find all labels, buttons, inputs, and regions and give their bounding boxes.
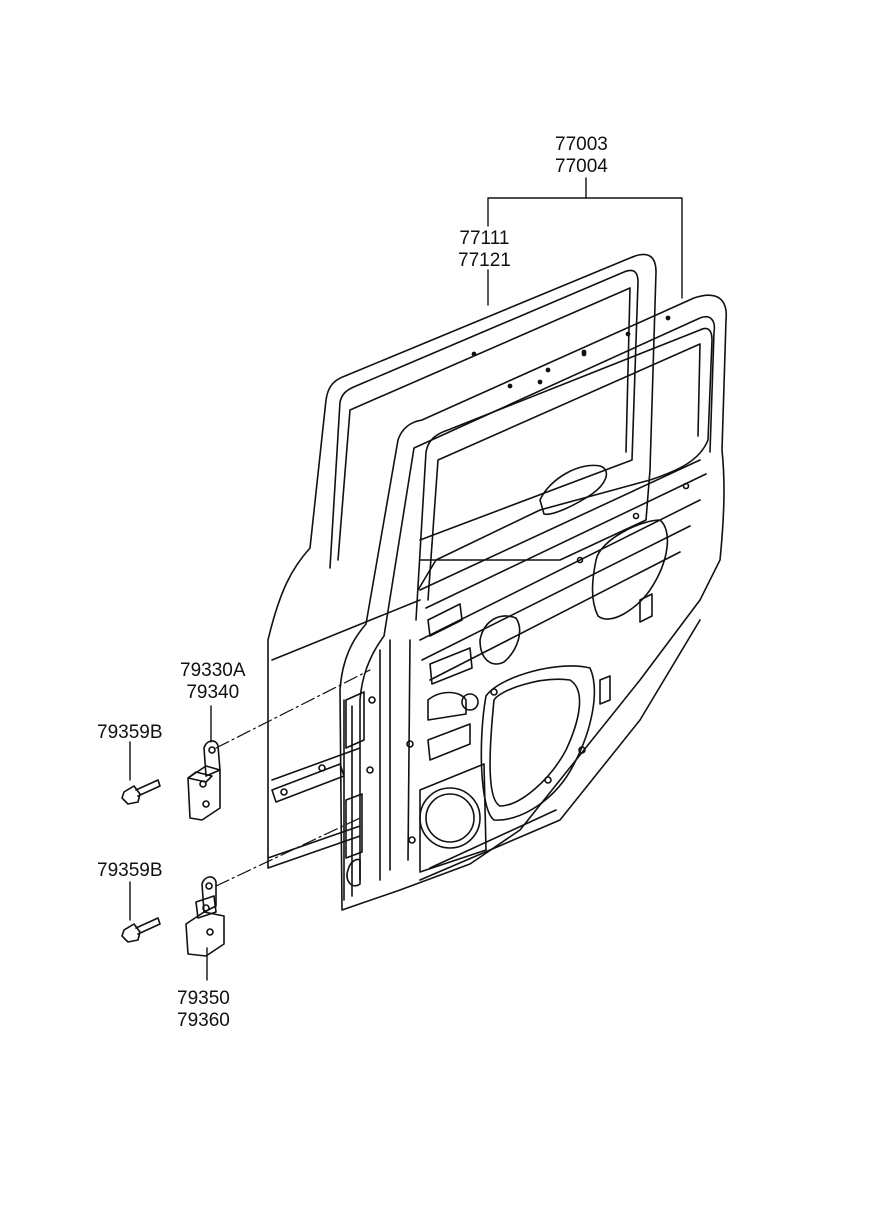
inner-panel-bracket-a — [427, 603, 473, 685]
upper-hinge — [187, 740, 221, 821]
inner-panel-bracket-c — [427, 723, 471, 761]
inner-door-slot — [346, 858, 361, 887]
inner-panel-hole — [544, 776, 552, 784]
callout-upper-hinge-line2: 79340 — [186, 682, 240, 703]
outer-skin-window-frame — [329, 269, 639, 569]
inner-panel-speaker-opening-frame — [480, 665, 596, 821]
callout-lower-hinge-line1: 79350 — [177, 988, 230, 1009]
upper-hinge-hole — [208, 746, 216, 754]
lower-hinge-hole — [206, 928, 214, 936]
outer-skin-dot — [507, 383, 513, 389]
upper-bolt-shank — [135, 779, 161, 797]
callout-upper-hinge: 79330A 79340 — [180, 660, 246, 704]
outer-skin-window-inner — [337, 287, 631, 561]
callout-lower-hinge-line2: 79360 — [177, 1010, 230, 1031]
inner-door-dot — [665, 315, 671, 321]
inner-door-handle-cup — [539, 464, 608, 516]
inner-door-dot — [625, 331, 631, 337]
inner-panel-speaker-mount — [419, 763, 487, 873]
outer-skin-reinforcement — [271, 763, 345, 803]
outer-skin-hole — [318, 764, 326, 772]
callout-upper-bolt-line1: 79359B — [97, 722, 163, 743]
callout-door-panel-line1: 77111 — [459, 228, 510, 249]
lower-hinge-hole — [202, 904, 210, 912]
callout-door-assembly-line1: 77003 — [555, 134, 608, 155]
inner-door-hole — [368, 696, 376, 704]
callout-door-assembly-line2: 77004 — [555, 156, 608, 177]
inner-panel-hole — [578, 746, 586, 754]
inner-panel-hole — [682, 482, 690, 490]
inner-panel-grommet — [461, 693, 479, 711]
inner-door-hinge-pad-upper — [345, 691, 365, 749]
assembly-lines — [215, 669, 371, 887]
lower-hinge-hole — [205, 882, 213, 890]
inner-door-window-opening — [415, 327, 713, 621]
outer-skin-dot — [545, 367, 551, 373]
inner-door-dot — [471, 351, 477, 357]
lower-bolt — [121, 917, 161, 943]
upper-hinge-flange — [187, 771, 213, 783]
inner-panel-speaker-ring-outer — [419, 787, 481, 849]
inner-panel-cutout-center — [479, 615, 521, 665]
inner-door-dot — [581, 349, 587, 355]
inner-panel-speaker-ring-inner — [425, 793, 475, 843]
inner-door-outline — [339, 294, 727, 911]
callout-lower-hinge: 79350 79360 — [177, 988, 230, 1032]
inner-door-hole — [366, 766, 374, 774]
upper-hinge-hole — [202, 800, 210, 808]
lower-bolt-head — [121, 923, 141, 943]
upper-hinge-hole — [199, 780, 207, 788]
inner-door-hinge-pad-lower — [345, 793, 363, 859]
callout-upper-bolt: 79359B — [97, 722, 163, 744]
lower-hinge-flange — [195, 895, 217, 919]
inner-door-window-inner-edge — [427, 343, 701, 601]
outer-skin-hole — [280, 788, 288, 796]
inner-door-assembly — [339, 294, 727, 911]
inner-door-frame-inner — [359, 316, 716, 881]
callout-door-assembly: 77003 77004 — [555, 134, 608, 178]
inner-door-hole — [408, 836, 416, 844]
upper-bolt — [121, 779, 161, 805]
lower-hinge-plate — [185, 911, 225, 957]
inner-door-front-flange — [343, 639, 411, 901]
inner-panel-hole — [576, 556, 584, 564]
callout-upper-hinge-line1: 79330A — [180, 660, 246, 681]
callout-door-panel-line2: 77121 — [458, 250, 511, 271]
leader-lines — [129, 177, 683, 981]
outer-skin-outline — [267, 253, 657, 849]
outer-skin-belt-line — [271, 599, 421, 781]
inner-panel-bracket-b — [427, 691, 467, 721]
outer-door-skin — [267, 253, 657, 869]
lower-hinge-knuckle — [201, 876, 217, 913]
inner-panel-hole — [490, 688, 498, 696]
upper-hinge-knuckle — [203, 740, 221, 777]
assembly-line-lower — [215, 817, 361, 887]
inner-door-dot — [537, 379, 543, 385]
callout-door-panel: 77111 77121 — [458, 228, 511, 272]
callout-lower-bolt: 79359B — [97, 860, 163, 882]
inner-panel-cutout-right — [591, 519, 669, 620]
inner-panel-hole — [632, 512, 640, 520]
lower-bolt-shank — [135, 917, 161, 935]
inner-panel-bracket-d — [599, 593, 653, 705]
inner-door-hole — [406, 740, 414, 748]
inner-panel-speaker-opening-large — [489, 678, 581, 807]
assembly-line-upper — [215, 669, 371, 749]
callout-lower-bolt-line1: 79359B — [97, 860, 163, 881]
inner-door-belt — [419, 459, 707, 609]
inner-panel-lower-rail — [419, 619, 701, 881]
upper-bolt-head — [121, 785, 141, 805]
lower-hinge — [185, 876, 225, 957]
leader-door-assembly — [487, 177, 683, 299]
